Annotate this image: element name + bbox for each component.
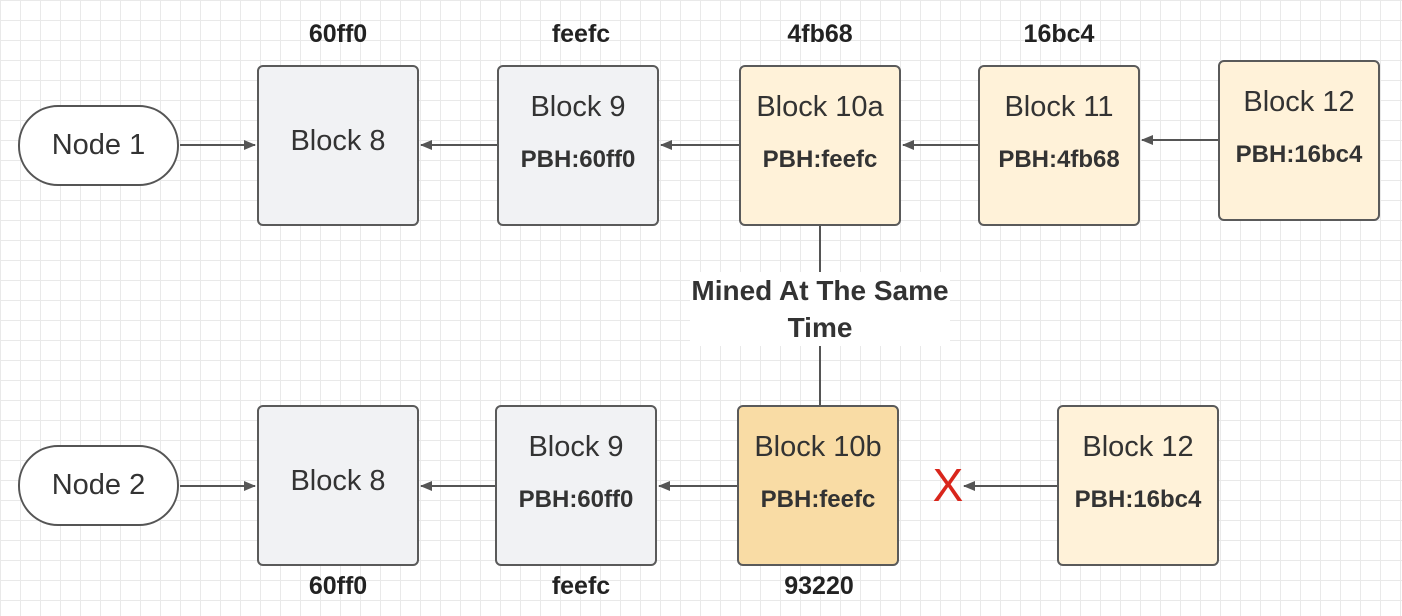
block-10a-node1: Block 10a PBH:feefc [739,65,901,226]
previous-block-hash: PBH:feefc [762,146,878,173]
block-9-node2: Block 9 PBH:60ff0 [495,405,657,566]
rejected-x-icon: X [932,459,964,511]
block-name: Block 8 [290,125,386,157]
block-8-node2: Block 8 [257,405,419,566]
mined-same-time-label: Mined At The Same Time [690,272,950,346]
block-12-node2: Block 12 PBH:16bc4 [1057,405,1219,566]
block-name: Block 10a [756,91,884,123]
previous-block-hash: PBH:4fb68 [998,146,1120,173]
hash-label: 4fb68 [787,20,853,48]
previous-block-hash: PBH:feefc [760,486,876,513]
previous-block-hash: PBH:16bc4 [1235,141,1363,168]
hash-label: 93220 [784,572,854,600]
block-name: Block 12 [1243,86,1355,118]
hash-label: feefc [551,572,611,600]
node-2-label: Node 2 [51,469,146,501]
node-2: Node 2 [18,445,179,526]
previous-block-hash: PBH:60ff0 [520,146,636,173]
block-9-node1: Block 9 PBH:60ff0 [497,65,659,226]
hash-label: 60ff0 [308,572,368,600]
block-name: Block 11 [1004,91,1114,123]
hash-label: 60ff0 [308,20,368,48]
node-1-label: Node 1 [51,129,146,161]
block-name: Block 10b [754,431,882,463]
hash-label: 16bc4 [1023,20,1095,48]
block-name: Block 8 [290,465,386,497]
block-10b-node2: Block 10b PBH:feefc [737,405,899,566]
block-8-node1: Block 8 [257,65,419,226]
block-name: Block 9 [530,91,626,123]
block-11-node1: Block 11 PBH:4fb68 [978,65,1140,226]
previous-block-hash: PBH:16bc4 [1074,486,1202,513]
block-name: Block 12 [1082,431,1194,463]
previous-block-hash: PBH:60ff0 [518,486,634,513]
block-name: Block 9 [528,431,624,463]
node-1: Node 1 [18,105,179,186]
hash-label: feefc [551,20,611,48]
block-12-node1: Block 12 PBH:16bc4 [1218,60,1380,221]
